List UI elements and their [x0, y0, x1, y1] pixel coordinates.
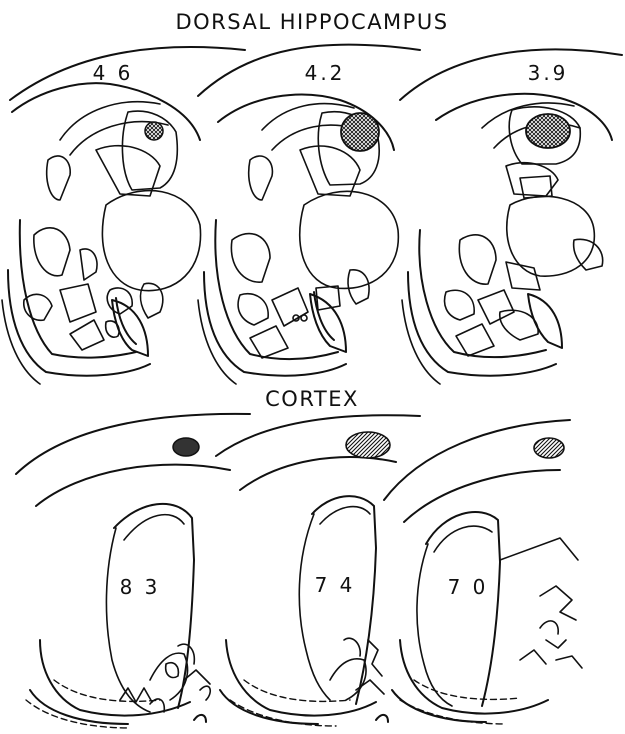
hippocampus-section-3: 3.9 — [400, 49, 622, 384]
heading-dorsal-hippocampus: DORSAL HIPPOCAMPUS — [175, 10, 448, 34]
cortex-lesion-2 — [346, 432, 390, 458]
cortex-lesion-1 — [173, 438, 199, 456]
cortex-label-1: 8 3 — [120, 575, 161, 599]
cortex-section-1: 8 3 — [16, 414, 250, 728]
section-label-1: 4 6 — [93, 61, 134, 85]
cortex-label-3: 7 0 — [448, 575, 489, 599]
cortex-label-2: 7 4 — [315, 573, 356, 597]
cortex-section-3: 7 0 — [384, 420, 582, 724]
lesion-mark-3 — [526, 114, 570, 148]
lesion-mark-2 — [341, 113, 379, 151]
hippocampus-section-2: 4.2 — [198, 45, 420, 384]
section-label-3: 3.9 — [528, 61, 569, 85]
cortex-section-2: 7 4 — [216, 415, 420, 726]
hippocampus-section-1: 4 6 — [2, 47, 245, 384]
lesion-mark-1 — [145, 122, 163, 140]
cortex-lesion-3 — [534, 438, 564, 458]
heading-cortex: CORTEX — [265, 387, 359, 411]
section-label-2: 4.2 — [305, 61, 346, 85]
